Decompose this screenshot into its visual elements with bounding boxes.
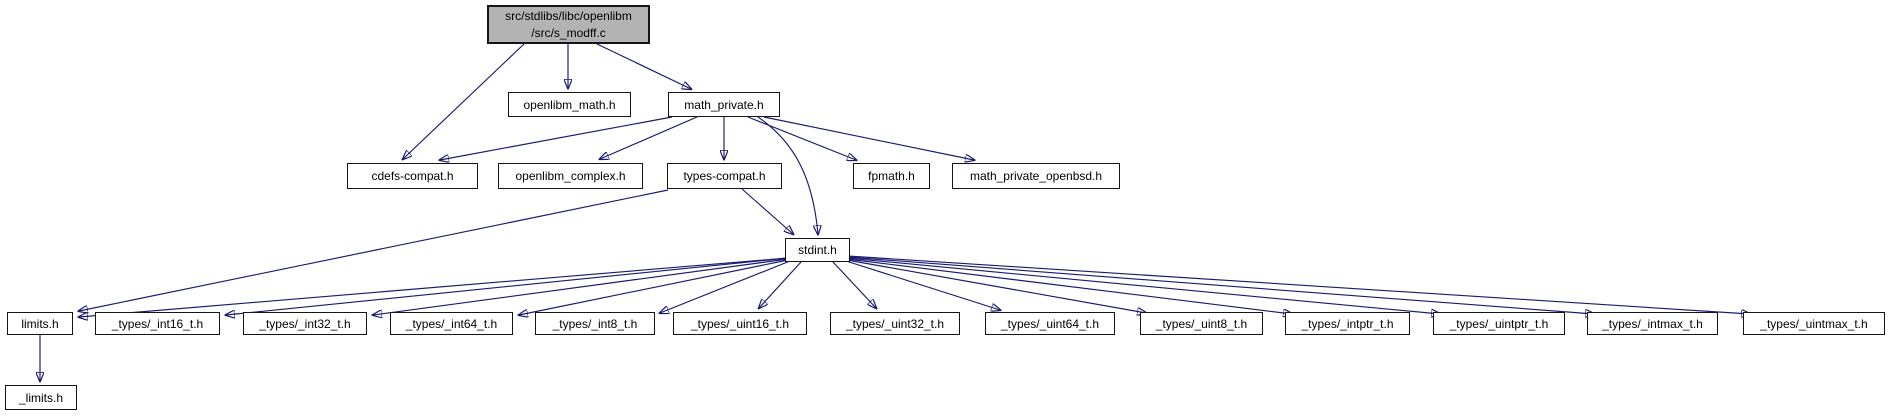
graph-node-t_intptr[interactable]: _types/_intptr_t.h [1285,312,1410,335]
edge-math_private-to-openlibm_complex [600,116,698,159]
edge-stdint-to-t_intptr [846,258,1292,314]
graph-node-limits[interactable]: limits.h [7,312,73,335]
edge-types_compat-to-stdint [741,188,793,234]
edge-stdint-to-t_uint8 [846,259,1146,313]
graph-node-math_private[interactable]: math_private.h [668,92,780,117]
edge-stdint-to-t_int32 [373,258,789,315]
edge-math_private-to-cdefs_compat [440,116,673,160]
edge-stdint-to-t_uintptr [846,257,1440,314]
graph-node-t_int8[interactable]: _types/_int8_t.h [535,312,655,335]
graph-node-fpmath[interactable]: fpmath.h [853,163,930,189]
graph-node-t_uintmax[interactable]: _types/_uintmax_t.h [1743,312,1885,335]
graph-node-cdefs_compat[interactable]: cdefs-compat.h [347,163,478,189]
graph-node-t_intmax[interactable]: _types/_intmax_t.h [1587,312,1718,335]
graph-node-t_int16[interactable]: _types/_int16_t.h [95,312,220,335]
graph-node-types_compat[interactable]: types-compat.h [667,163,782,189]
edge-root-to-cdefs_compat [403,43,525,159]
edge-math_private-to-stdint [757,116,818,234]
graph-node-t_int64[interactable]: _types/_int64_t.h [390,312,513,335]
edge-types_compat-to-limits [79,189,669,311]
graph-node-t_uint32[interactable]: _types/_uint32_t.h [830,312,960,335]
graph-node-t_int32[interactable]: _types/_int32_t.h [243,312,367,335]
graph-node-t_uint8[interactable]: _types/_uint8_t.h [1140,312,1263,335]
edge-stdint-to-t_uintmax [846,255,1750,314]
edge-stdint-to-t_uint32 [832,261,876,308]
edge-root-to-math_private [596,43,691,89]
edge-stdint-to-t_int64 [519,259,789,315]
graph-node-openlibm_math[interactable]: openlibm_math.h [508,92,631,117]
graph-node-openlibm_complex[interactable]: openlibm_complex.h [498,163,643,189]
graph-node-stdint[interactable]: stdint.h [785,238,850,262]
edge-stdint-to-t_intmax [846,256,1594,314]
edge-stdint-to-t_uint64 [845,260,1000,310]
edge-math_private-to-mp_openbsd [763,116,974,160]
graph-node-t_uintptr[interactable]: _types/_uintptr_t.h [1433,312,1565,335]
graph-node-_limits[interactable]: _limits.h [5,385,77,410]
graph-node-t_uint16[interactable]: _types/_uint16_t.h [673,312,807,335]
edge-stdint-to-t_uint16 [759,261,802,308]
edge-stdint-to-limits [79,257,789,317]
graph-node-mp_openbsd[interactable]: math_private_openbsd.h [952,163,1120,189]
graph-node-t_uint64[interactable]: _types/_uint64_t.h [985,312,1115,335]
edge-math_private-to-fpmath [747,116,856,160]
graph-node-root[interactable]: src/stdlibs/libc/openlibm /src/s_modff.c [487,5,650,44]
edge-stdint-to-t_int8 [660,260,791,313]
edge-stdint-to-t_int16 [226,257,789,315]
